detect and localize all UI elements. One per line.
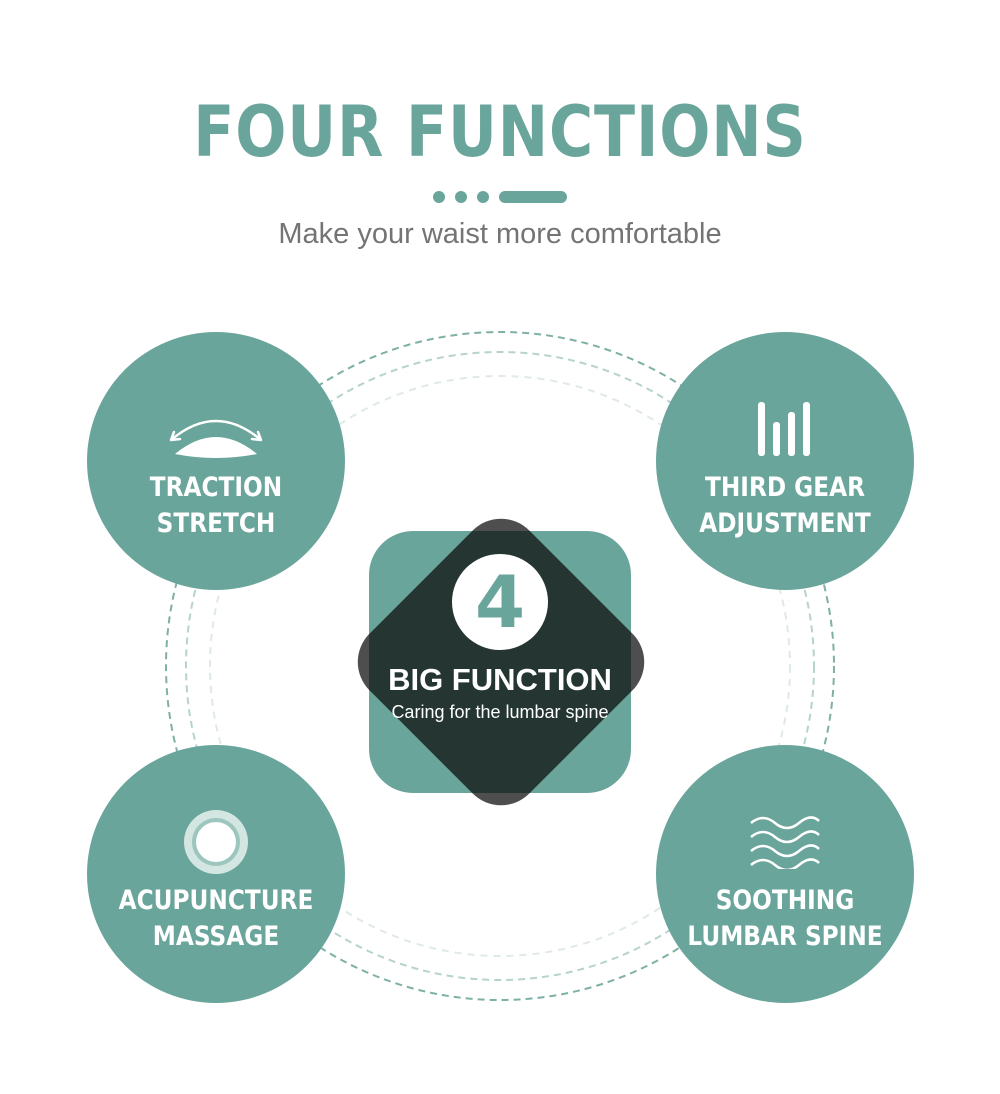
- feature-label: THIRD GEAR ADJUSTMENT: [656, 470, 914, 542]
- feature-label-line2: ADJUSTMENT: [699, 508, 871, 539]
- feature-third-gear-adjustment: THIRD GEAR ADJUSTMENT: [656, 332, 914, 590]
- feature-label: TRACTION STRETCH: [87, 470, 345, 542]
- arch-arrows-icon: [87, 406, 345, 462]
- feature-label-line1: ACUPUNCTURE: [118, 885, 314, 916]
- feature-acupuncture-massage: ACUPUNCTURE MASSAGE: [87, 745, 345, 1003]
- feature-traction-stretch: TRACTION STRETCH: [87, 332, 345, 590]
- feature-label-line2: MASSAGE: [152, 921, 280, 952]
- feature-label-line2: STRETCH: [156, 508, 276, 539]
- feature-label: SOOTHING LUMBAR SPINE: [656, 883, 914, 955]
- center-subtitle: Caring for the lumbar spine: [391, 702, 609, 722]
- level-bars-icon: [656, 400, 914, 456]
- page-title: FOUR FUNCTIONS: [193, 91, 807, 173]
- ring-icon: [87, 809, 345, 875]
- feature-label-line1: THIRD GEAR: [705, 472, 865, 503]
- feature-label-line2: LUMBAR SPINE: [687, 921, 883, 952]
- title-divider: [433, 191, 567, 203]
- number-badge: 4: [452, 554, 548, 650]
- center-title: BIG FUNCTION: [388, 662, 612, 697]
- feature-label-line1: TRACTION: [149, 472, 283, 503]
- page-subtitle: Make your waist more comfortable: [278, 218, 722, 250]
- feature-label: ACUPUNCTURE MASSAGE: [87, 883, 345, 955]
- feature-soothing-lumbar-spine: SOOTHING LUMBAR SPINE: [656, 745, 914, 1003]
- center-emblem: 4 BIG FUNCTION Caring for the lumbar spi…: [340, 502, 661, 825]
- waves-icon: [656, 815, 914, 869]
- feature-label-line1: SOOTHING: [715, 885, 855, 916]
